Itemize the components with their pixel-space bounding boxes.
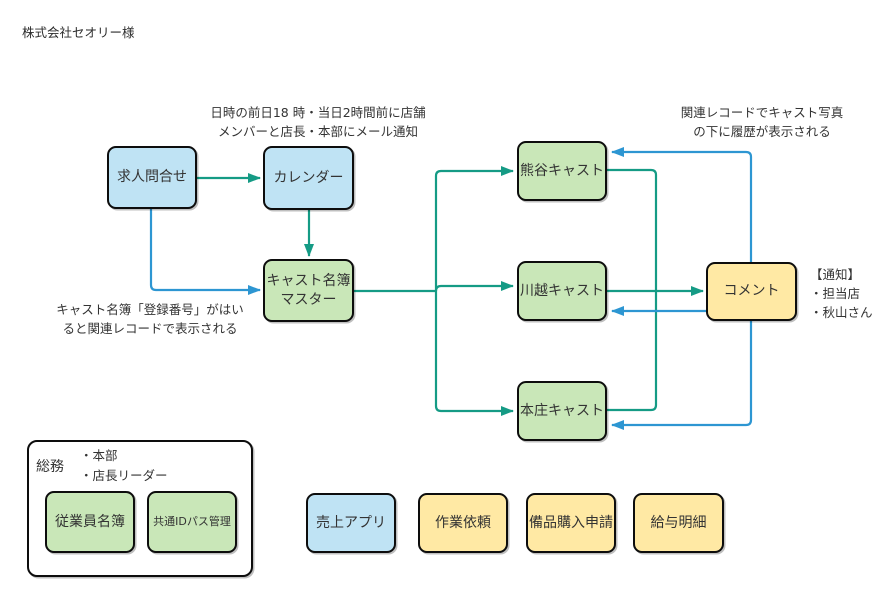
arrow-branch-to-kumagaya bbox=[434, 166, 514, 291]
line-kumagaya-to-merge bbox=[607, 168, 658, 291]
node-sales-app[interactable]: 売上アプリ bbox=[306, 493, 396, 553]
node-honjo-cast[interactable]: 本庄キャスト bbox=[517, 381, 607, 441]
node-equipment-purchase[interactable]: 備品購入申請 bbox=[526, 493, 616, 553]
arrow-branch-to-kawagoe bbox=[434, 281, 514, 292]
node-kumagaya-cast[interactable]: 熊谷キャスト bbox=[517, 141, 607, 201]
group-soumu-bullets: ・本部 ・店長リーダー bbox=[80, 448, 168, 483]
node-cast-master[interactable]: キャスト名簿 マスター bbox=[263, 259, 354, 322]
node-kyujin-toiawase[interactable]: 求人問合せ bbox=[107, 146, 197, 209]
node-employee-roster[interactable]: 従業員名簿 bbox=[45, 491, 135, 553]
annotation-register-number: キャスト名簿「登録番号」がはい ると関連レコードで表示される bbox=[56, 302, 244, 337]
node-kawagoe-cast[interactable]: 川越キャスト bbox=[517, 261, 607, 321]
annotation-notify-list: 【通知】 ・担当店 ・秋山さん bbox=[810, 267, 873, 320]
node-payslip[interactable]: 給与明細 bbox=[633, 493, 724, 553]
arrow-branch-to-honjo bbox=[434, 291, 514, 416]
node-work-request[interactable]: 作業依頼 bbox=[418, 493, 508, 553]
arrow-comment-to-kumagaya bbox=[611, 147, 753, 262]
page-title: 株式会社セオリー様 bbox=[22, 25, 135, 40]
group-soumu-label: 総務 bbox=[36, 459, 64, 475]
annotation-related-record-history: 関連レコードでキャスト写真 の下に履歴が表示される bbox=[680, 105, 844, 140]
annotation-calendar-notification: 日時の前日18 時・当日2時間前に店舗 メンバーと店長・本部にメール通知 bbox=[210, 105, 426, 140]
node-comment[interactable]: コメント bbox=[706, 262, 797, 321]
node-common-id-pass[interactable]: 共通IDパス管理 bbox=[147, 491, 237, 553]
node-calendar[interactable]: カレンダー bbox=[263, 146, 354, 210]
arrow-comment-to-honjo bbox=[611, 321, 753, 430]
line-honjo-to-merge bbox=[607, 291, 658, 412]
arrow-kyujin-to-master bbox=[149, 209, 261, 295]
